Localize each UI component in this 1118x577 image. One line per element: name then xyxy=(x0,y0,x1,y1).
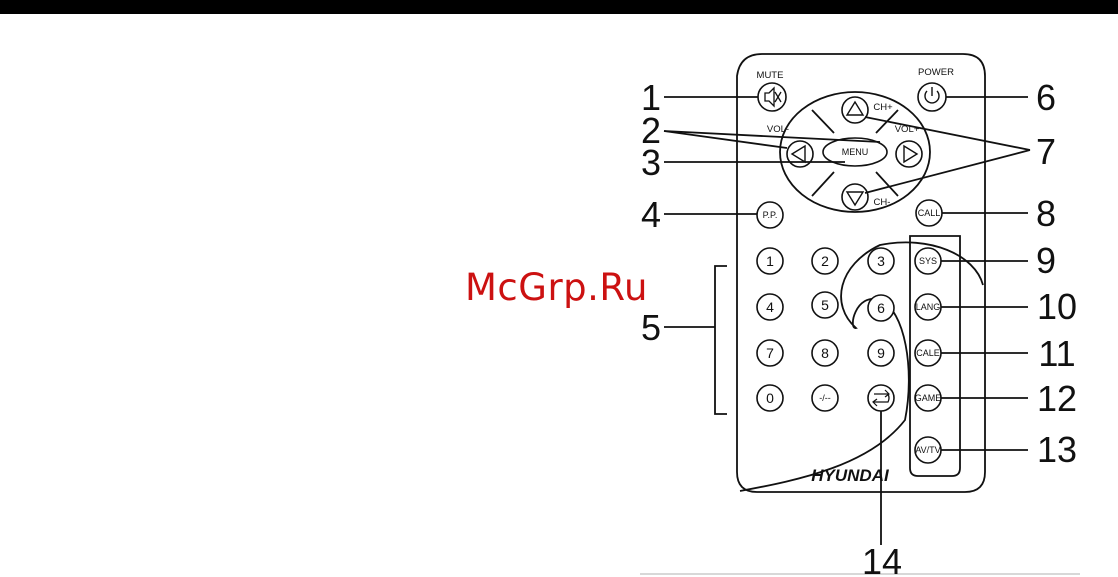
digit-label: 5 xyxy=(821,297,829,313)
channel-down-button[interactable] xyxy=(842,184,868,210)
digit-label: 6 xyxy=(877,300,885,316)
digit-button-8[interactable]: 8 xyxy=(812,340,838,366)
mute-button[interactable] xyxy=(758,83,786,111)
power-label: POWER xyxy=(918,67,954,78)
digit-button-2[interactable]: 2 xyxy=(812,248,838,274)
avtv-button[interactable]: AV/TV xyxy=(915,437,941,463)
callout-number-9: 9 xyxy=(1036,240,1056,281)
dpad-divider xyxy=(876,172,898,196)
leader-line-7a xyxy=(865,117,1030,150)
pp-label: P.P. xyxy=(763,210,778,220)
menu-label: MENU xyxy=(842,147,869,157)
sys-label: SYS xyxy=(919,256,937,266)
watermark-logo: McGrp.Ru xyxy=(465,266,648,309)
digit-label: 1 xyxy=(766,253,774,269)
dash-label: -/-- xyxy=(819,393,831,403)
dpad-divider xyxy=(812,110,834,133)
callout-number-12: 12 xyxy=(1037,378,1077,419)
digit-button-4[interactable]: 4 xyxy=(757,294,783,320)
digit-button-6[interactable]: 6 xyxy=(868,295,894,321)
digit-label: 4 xyxy=(766,299,774,315)
leader-line-7b xyxy=(865,150,1030,193)
game-label: GAME xyxy=(915,393,942,403)
digit-label: 2 xyxy=(821,253,829,269)
callout-number-7: 7 xyxy=(1036,131,1056,172)
digit-button-9[interactable]: 9 xyxy=(868,340,894,366)
volume-up-button[interactable] xyxy=(896,141,922,167)
callout-number-11: 11 xyxy=(1038,333,1075,374)
digit-label: 0 xyxy=(766,390,774,406)
digit-button-0[interactable]: 0 xyxy=(757,385,783,411)
digit-label: 8 xyxy=(821,345,829,361)
callout-number-8: 8 xyxy=(1036,193,1056,234)
callout-number-14: 14 xyxy=(862,541,902,577)
callout-number-3: 3 xyxy=(641,142,661,183)
digit-label: 7 xyxy=(766,345,774,361)
ch-plus-label: CH+ xyxy=(873,102,893,113)
mute-label: MUTE xyxy=(757,70,784,81)
keypad-bracket xyxy=(715,266,727,414)
call-button[interactable]: CALL xyxy=(916,200,942,226)
callout-number-4: 4 xyxy=(641,194,661,235)
ch-minus-label: CH- xyxy=(874,197,891,208)
callout-number-13: 13 xyxy=(1037,429,1077,470)
dash-button[interactable]: -/-- xyxy=(812,385,838,411)
game-button[interactable]: GAME xyxy=(915,385,942,411)
digit-button-3[interactable]: 3 xyxy=(868,248,894,274)
hyundai-logo: HYUNDAI xyxy=(811,466,890,485)
cale-label: CALE xyxy=(916,348,940,358)
digit-button-5[interactable]: 5 xyxy=(812,292,838,318)
lang-label: LANG xyxy=(916,302,941,312)
cale-button[interactable]: CALE xyxy=(915,340,941,366)
volume-down-button[interactable] xyxy=(787,141,813,167)
callout-number-6: 6 xyxy=(1036,77,1056,118)
pp-button[interactable]: P.P. xyxy=(757,202,783,228)
dpad-divider xyxy=(812,172,834,196)
avtv-label: AV/TV xyxy=(915,445,940,455)
call-label: CALL xyxy=(918,208,941,218)
sys-button[interactable]: SYS xyxy=(915,248,941,274)
digit-label: 3 xyxy=(877,253,885,269)
vol-minus-label: VOL- xyxy=(767,124,789,135)
callout-number-10: 10 xyxy=(1037,286,1077,327)
channel-up-button[interactable] xyxy=(842,97,868,123)
digit-button-1[interactable]: 1 xyxy=(757,248,783,274)
return-button[interactable] xyxy=(868,385,894,411)
digit-button-7[interactable]: 7 xyxy=(757,340,783,366)
decorative-swoosh xyxy=(740,242,983,491)
callout-number-5: 5 xyxy=(641,307,661,348)
digit-label: 9 xyxy=(877,345,885,361)
power-button[interactable] xyxy=(918,83,946,111)
lang-button[interactable]: LANG xyxy=(915,294,941,320)
